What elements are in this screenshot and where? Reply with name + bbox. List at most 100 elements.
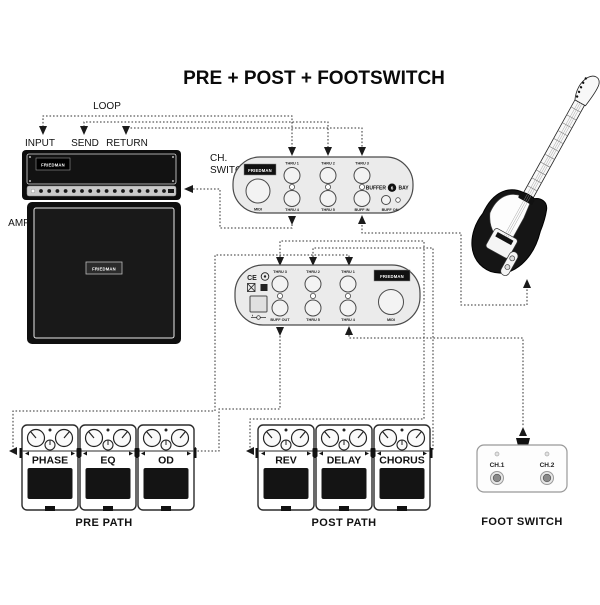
send-label: SEND <box>71 138 99 149</box>
plug-arrow-thru1-front <box>288 147 296 156</box>
buffer-logo-text-right: BAY <box>399 186 410 192</box>
buffer-back-brand-badge <box>373 269 411 282</box>
pedal-foot-icon <box>161 506 171 511</box>
buff-out-label: BUFF OUT <box>270 318 290 322</box>
plug-arrow-thru2-front <box>324 147 332 156</box>
cabinet-brand-badge <box>85 261 123 275</box>
buffer-front-brand-text: FRIEDMAN <box>248 168 272 173</box>
plug-arrow-return <box>122 126 130 135</box>
midi-knob-front <box>245 178 271 204</box>
jack-arrow-icon <box>187 451 191 456</box>
pedal-output-jack <box>19 448 22 458</box>
screw-icon <box>29 156 31 158</box>
pedal-input-jack <box>430 448 433 458</box>
footswitch-cable-plug <box>516 438 530 446</box>
amp-control-strip <box>26 185 177 197</box>
plug-arrow-rev-output <box>246 447 254 455</box>
pedal-foot-icon <box>281 506 291 511</box>
thru2-back-label: THRU 2 <box>306 270 320 274</box>
pedal-output-jack <box>255 448 258 458</box>
jack-arrow-icon <box>307 451 311 456</box>
input-label: INPUT <box>25 138 55 149</box>
amp-brand-text: FRIEDMAN <box>41 163 65 168</box>
guitar-headstock <box>574 75 600 107</box>
ch-switch-label-line1: CH. <box>210 153 227 164</box>
buffer-back-brand-text: FRIEDMAN <box>380 274 404 279</box>
pedal-name-label: REV <box>275 455 297 467</box>
thru5-front-jack <box>319 190 337 207</box>
pedal-delay: DELAY <box>313 424 375 511</box>
buffer-bay-rear-panel: CE THRU 3 BUFF OUT THRU 2 THRU 5 THRU 1 <box>234 264 421 326</box>
buff-on-jack <box>381 195 391 205</box>
amp-knob-row <box>30 188 174 194</box>
pedal-led-icon <box>400 428 404 432</box>
return-label: RETURN <box>106 138 148 149</box>
pedal-foot-icon <box>397 506 407 511</box>
pedal-footswitch-pad <box>321 468 367 499</box>
jack-arrow-icon <box>71 451 75 456</box>
jack-arrow-icon <box>141 451 145 456</box>
pedal-chorus: CHORUS <box>371 424 433 511</box>
certification-icon-dot <box>263 275 267 278</box>
pedal-od: OD <box>135 424 197 511</box>
led-icon <box>276 292 283 299</box>
post-path-label: POST PATH <box>312 517 377 529</box>
amp-label: AMP <box>8 218 30 229</box>
guitar-tuners <box>575 77 587 98</box>
guitar-tone-knob <box>504 264 511 270</box>
midi-label-back: MIDI <box>387 318 395 322</box>
patch-connector-icon <box>76 448 82 457</box>
patch-connectors <box>76 448 376 457</box>
cable-thru4-to-chswitch <box>193 188 293 229</box>
power-light-icon <box>30 188 36 194</box>
ce-mark: CE <box>247 275 257 282</box>
pedal-foot-icon <box>339 506 349 511</box>
screw-icon <box>29 180 31 182</box>
pedal-led-icon <box>164 428 168 432</box>
led-icon <box>494 451 500 457</box>
plug-arrow-thru2-back <box>309 257 317 266</box>
pedal-footswitch-pad <box>85 468 131 499</box>
amp-switch-icon <box>168 189 174 193</box>
amp-head: FRIEDMAN <box>22 150 181 200</box>
footswitch-button-ch1-cap <box>492 473 502 483</box>
polarity-icon <box>251 314 266 320</box>
plug-arrows <box>9 126 531 455</box>
buff-in-label: BUFF IN <box>355 208 370 212</box>
footswitch-ch1-label: CH.1 <box>490 462 505 469</box>
loop-label: LOOP <box>93 101 121 112</box>
footswitch-unit: CH.1 CH.2 <box>476 438 568 493</box>
screw-icon <box>172 180 174 182</box>
guitar-bridge-pickup <box>495 232 514 246</box>
patch-connector-icon <box>134 448 140 457</box>
certification-icon <box>260 272 270 281</box>
led-icon <box>288 183 295 190</box>
midi-knob-back <box>378 289 404 315</box>
thru1-back-jack <box>339 275 357 293</box>
plug-arrow-send <box>80 126 88 135</box>
cable-buffout-to-od <box>196 336 281 452</box>
led-icon <box>344 292 351 299</box>
screw-icon <box>172 156 174 158</box>
thru1-front-jack <box>283 167 301 184</box>
speaker-cabinet: FRIEDMAN <box>27 202 181 344</box>
guitar <box>471 75 600 276</box>
weee-bin-icon <box>247 283 256 292</box>
pedal-phase: PHASE <box>19 424 81 511</box>
pedal-footswitch-pad <box>263 468 309 499</box>
guitar-volume-knob <box>509 255 516 262</box>
led-icon <box>358 183 365 190</box>
guitar-strings <box>504 101 583 238</box>
cable-phase-to-thru1-back <box>12 254 350 447</box>
ch-switch-label-line2: SWITCH <box>210 165 249 176</box>
thru4-back-jack <box>339 299 357 317</box>
buff-on-label: BUFF ON <box>382 208 399 212</box>
pedal-name-label: CHORUS <box>379 455 425 467</box>
plug-arrow-footswitch-plug <box>519 427 527 436</box>
thru4-front-label: THRU 4 <box>285 208 300 212</box>
led-icon <box>324 183 331 190</box>
pedal-name-label: DELAY <box>327 455 362 467</box>
pedal-led-icon <box>106 428 110 432</box>
pedal-foot-icon <box>45 506 55 511</box>
